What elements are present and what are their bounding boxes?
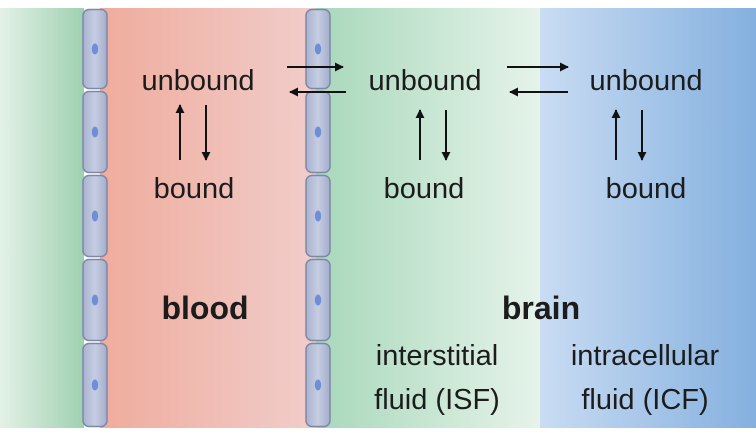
endothelial-wall-left	[82, 8, 108, 428]
isf-name-line2: fluid (ISF)	[374, 384, 500, 416]
left-wall-cell-nucleus-2	[91, 126, 99, 138]
icf-name-line2: fluid (ICF)	[581, 384, 708, 416]
isf-bound-label: bound	[384, 173, 465, 205]
outer-region	[0, 8, 84, 428]
right-wall-cell-nucleus-5	[314, 379, 322, 391]
left-wall-cell-nucleus-3	[91, 210, 99, 222]
blood-region	[100, 8, 316, 428]
blood-unbound-label: unbound	[142, 65, 255, 97]
blood-title: blood	[161, 290, 248, 326]
blood-bound-label: bound	[154, 173, 235, 205]
right-wall-cell-nucleus-1	[314, 43, 322, 55]
right-wall-cell-nucleus-2	[314, 126, 322, 138]
right-wall-cell-nucleus-3	[314, 210, 322, 222]
icf-unbound-label: unbound	[590, 65, 703, 97]
icf-region	[540, 8, 756, 428]
isf-name-line1: interstitial	[376, 340, 499, 372]
isf-region	[316, 8, 540, 428]
isf-unbound-label: unbound	[369, 65, 482, 97]
left-wall-cell-nucleus-4	[91, 294, 99, 306]
brain-title: brain	[502, 290, 580, 326]
icf-bound-label: bound	[606, 173, 687, 205]
icf-name-line1: intracellular	[571, 340, 720, 372]
right-wall-cell-nucleus-4	[314, 294, 322, 306]
left-wall-cell-nucleus-5	[91, 379, 99, 391]
endothelial-wall-right	[305, 8, 331, 428]
left-wall-cell-nucleus-1	[91, 43, 99, 55]
